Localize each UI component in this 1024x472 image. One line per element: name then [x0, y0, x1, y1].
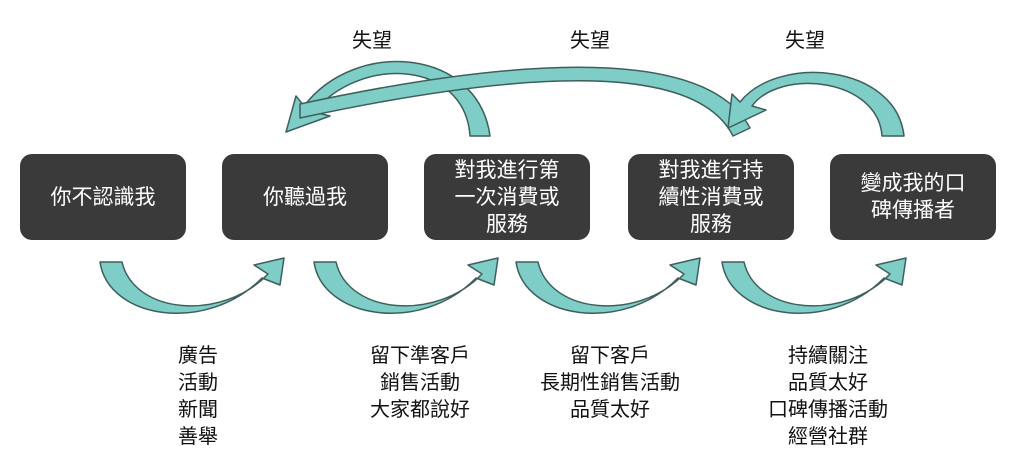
forward-note-2: 留下準客戶 銷售活動 大家都說好	[370, 343, 470, 421]
forward-arrow-4	[721, 257, 907, 315]
forward-note-4: 持續關注 品質太好 口碑傳播活動 經營社群	[768, 343, 888, 448]
failure-note-1: 失望	[352, 28, 392, 52]
stage-box-1: 你不認識我	[20, 154, 186, 240]
forward-note-1: 廣告 活動 新聞 善舉	[178, 343, 218, 448]
failure-note-2: 失望	[570, 28, 610, 52]
forward-arrow-3	[515, 257, 701, 315]
forward-arrow-1	[99, 257, 285, 315]
stage-box-2: 你聽過我	[222, 154, 388, 240]
failure-note-3: 失望	[785, 28, 825, 52]
forward-note-3: 留下客戶 長期性銷售活動 品質太好	[540, 343, 680, 421]
forward-arrow-2	[313, 257, 499, 315]
stage-box-3: 對我進行第 一次消費或 服務	[424, 154, 590, 240]
failure-arrow-2	[299, 66, 751, 137]
failure-arrow-3	[727, 71, 905, 137]
stage-box-5: 變成我的口 碑傳播者	[830, 154, 996, 240]
stage-box-4: 對我進行持 續性消費或 服務	[628, 154, 794, 240]
